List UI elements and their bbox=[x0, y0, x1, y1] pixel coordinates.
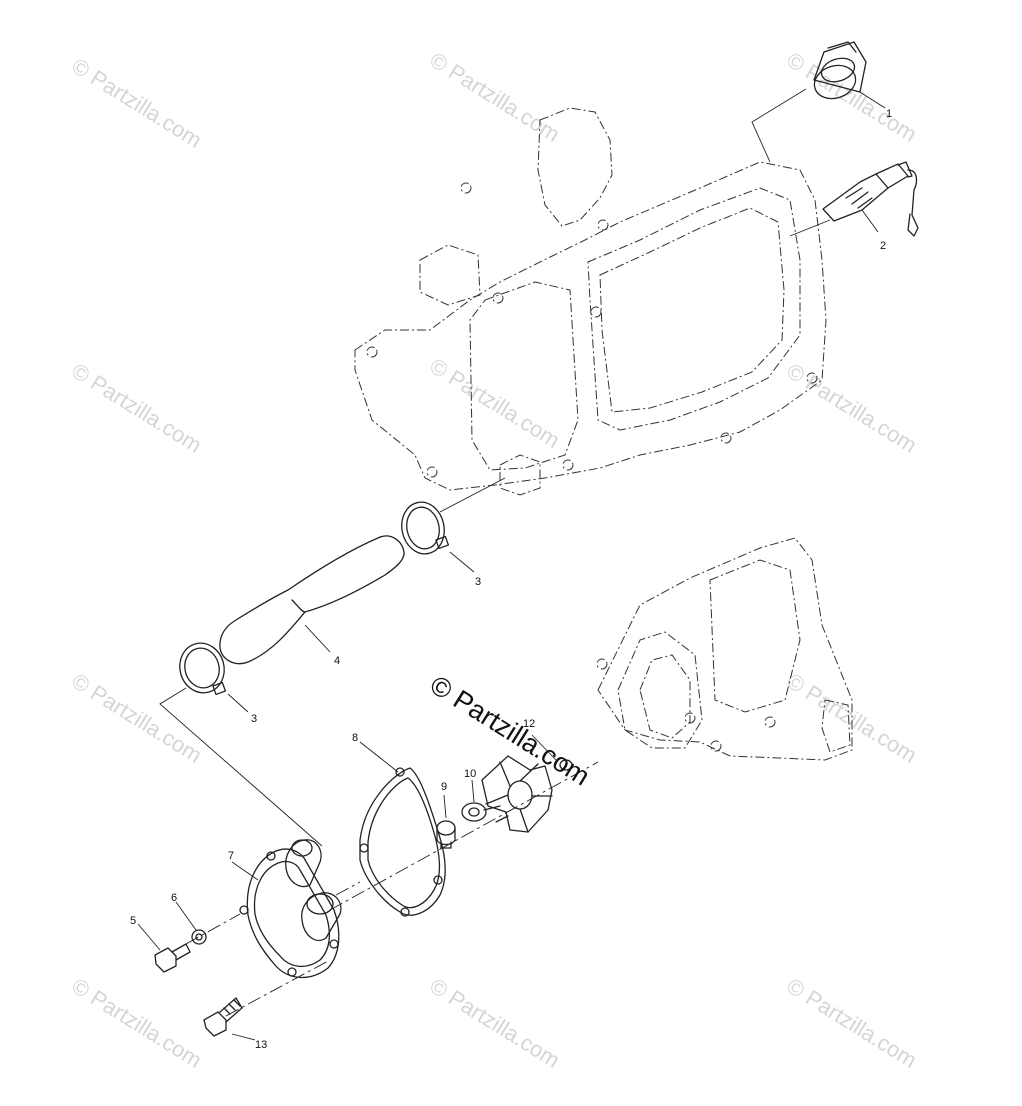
callout-3-upper: 3 bbox=[475, 576, 481, 588]
watermark: © Partzilla.com bbox=[425, 353, 564, 453]
callout-7: 7 bbox=[228, 850, 234, 862]
hose-clamp-upper bbox=[401, 501, 450, 555]
watermark: © Partzilla.com bbox=[425, 973, 564, 1073]
coolant-hose bbox=[219, 535, 405, 665]
callout-5: 5 bbox=[130, 915, 136, 927]
watermark: © Partzilla.com bbox=[67, 53, 206, 153]
watermark: © Partzilla.com bbox=[67, 973, 206, 1073]
callout-labels: 1 2 3 4 3 8 12 10 9 7 6 5 13 bbox=[130, 108, 892, 1051]
washer bbox=[461, 802, 487, 822]
water-pump-gasket bbox=[359, 767, 446, 917]
callout-13: 13 bbox=[255, 1039, 267, 1051]
watermark-layer: © Partzilla.com © Partzilla.com © Partzi… bbox=[67, 47, 921, 1073]
water-pump-cover bbox=[239, 839, 342, 979]
cylinder-head-outline bbox=[354, 107, 827, 496]
leader-lines bbox=[137, 88, 886, 1041]
callout-9: 9 bbox=[441, 781, 447, 793]
watermark: © Partzilla.com bbox=[782, 358, 921, 458]
callout-6: 6 bbox=[171, 892, 177, 904]
callout-10: 10 bbox=[464, 768, 476, 780]
watermark: © Partzilla.com bbox=[425, 47, 564, 147]
hose-clamp-lower bbox=[179, 642, 227, 696]
bolt-long bbox=[203, 997, 243, 1037]
center-watermark: © Partzilla.com bbox=[425, 670, 595, 792]
mechanical-seal bbox=[436, 820, 456, 849]
callout-12: 12 bbox=[523, 718, 535, 730]
callout-4: 4 bbox=[334, 655, 340, 667]
watermark: © Partzilla.com bbox=[782, 668, 921, 768]
temperature-sensor bbox=[822, 161, 919, 237]
callout-3-lower: 3 bbox=[251, 713, 257, 725]
impeller bbox=[481, 755, 573, 833]
callout-1: 1 bbox=[886, 108, 892, 120]
crankcase-outline bbox=[596, 537, 853, 761]
bolt-washer bbox=[191, 929, 207, 945]
bolt-short bbox=[154, 943, 191, 973]
callout-2: 2 bbox=[880, 240, 886, 252]
watermark: © Partzilla.com bbox=[67, 358, 206, 458]
thermostat bbox=[813, 41, 867, 100]
callout-8: 8 bbox=[352, 732, 358, 744]
watermark: © Partzilla.com bbox=[782, 973, 921, 1073]
